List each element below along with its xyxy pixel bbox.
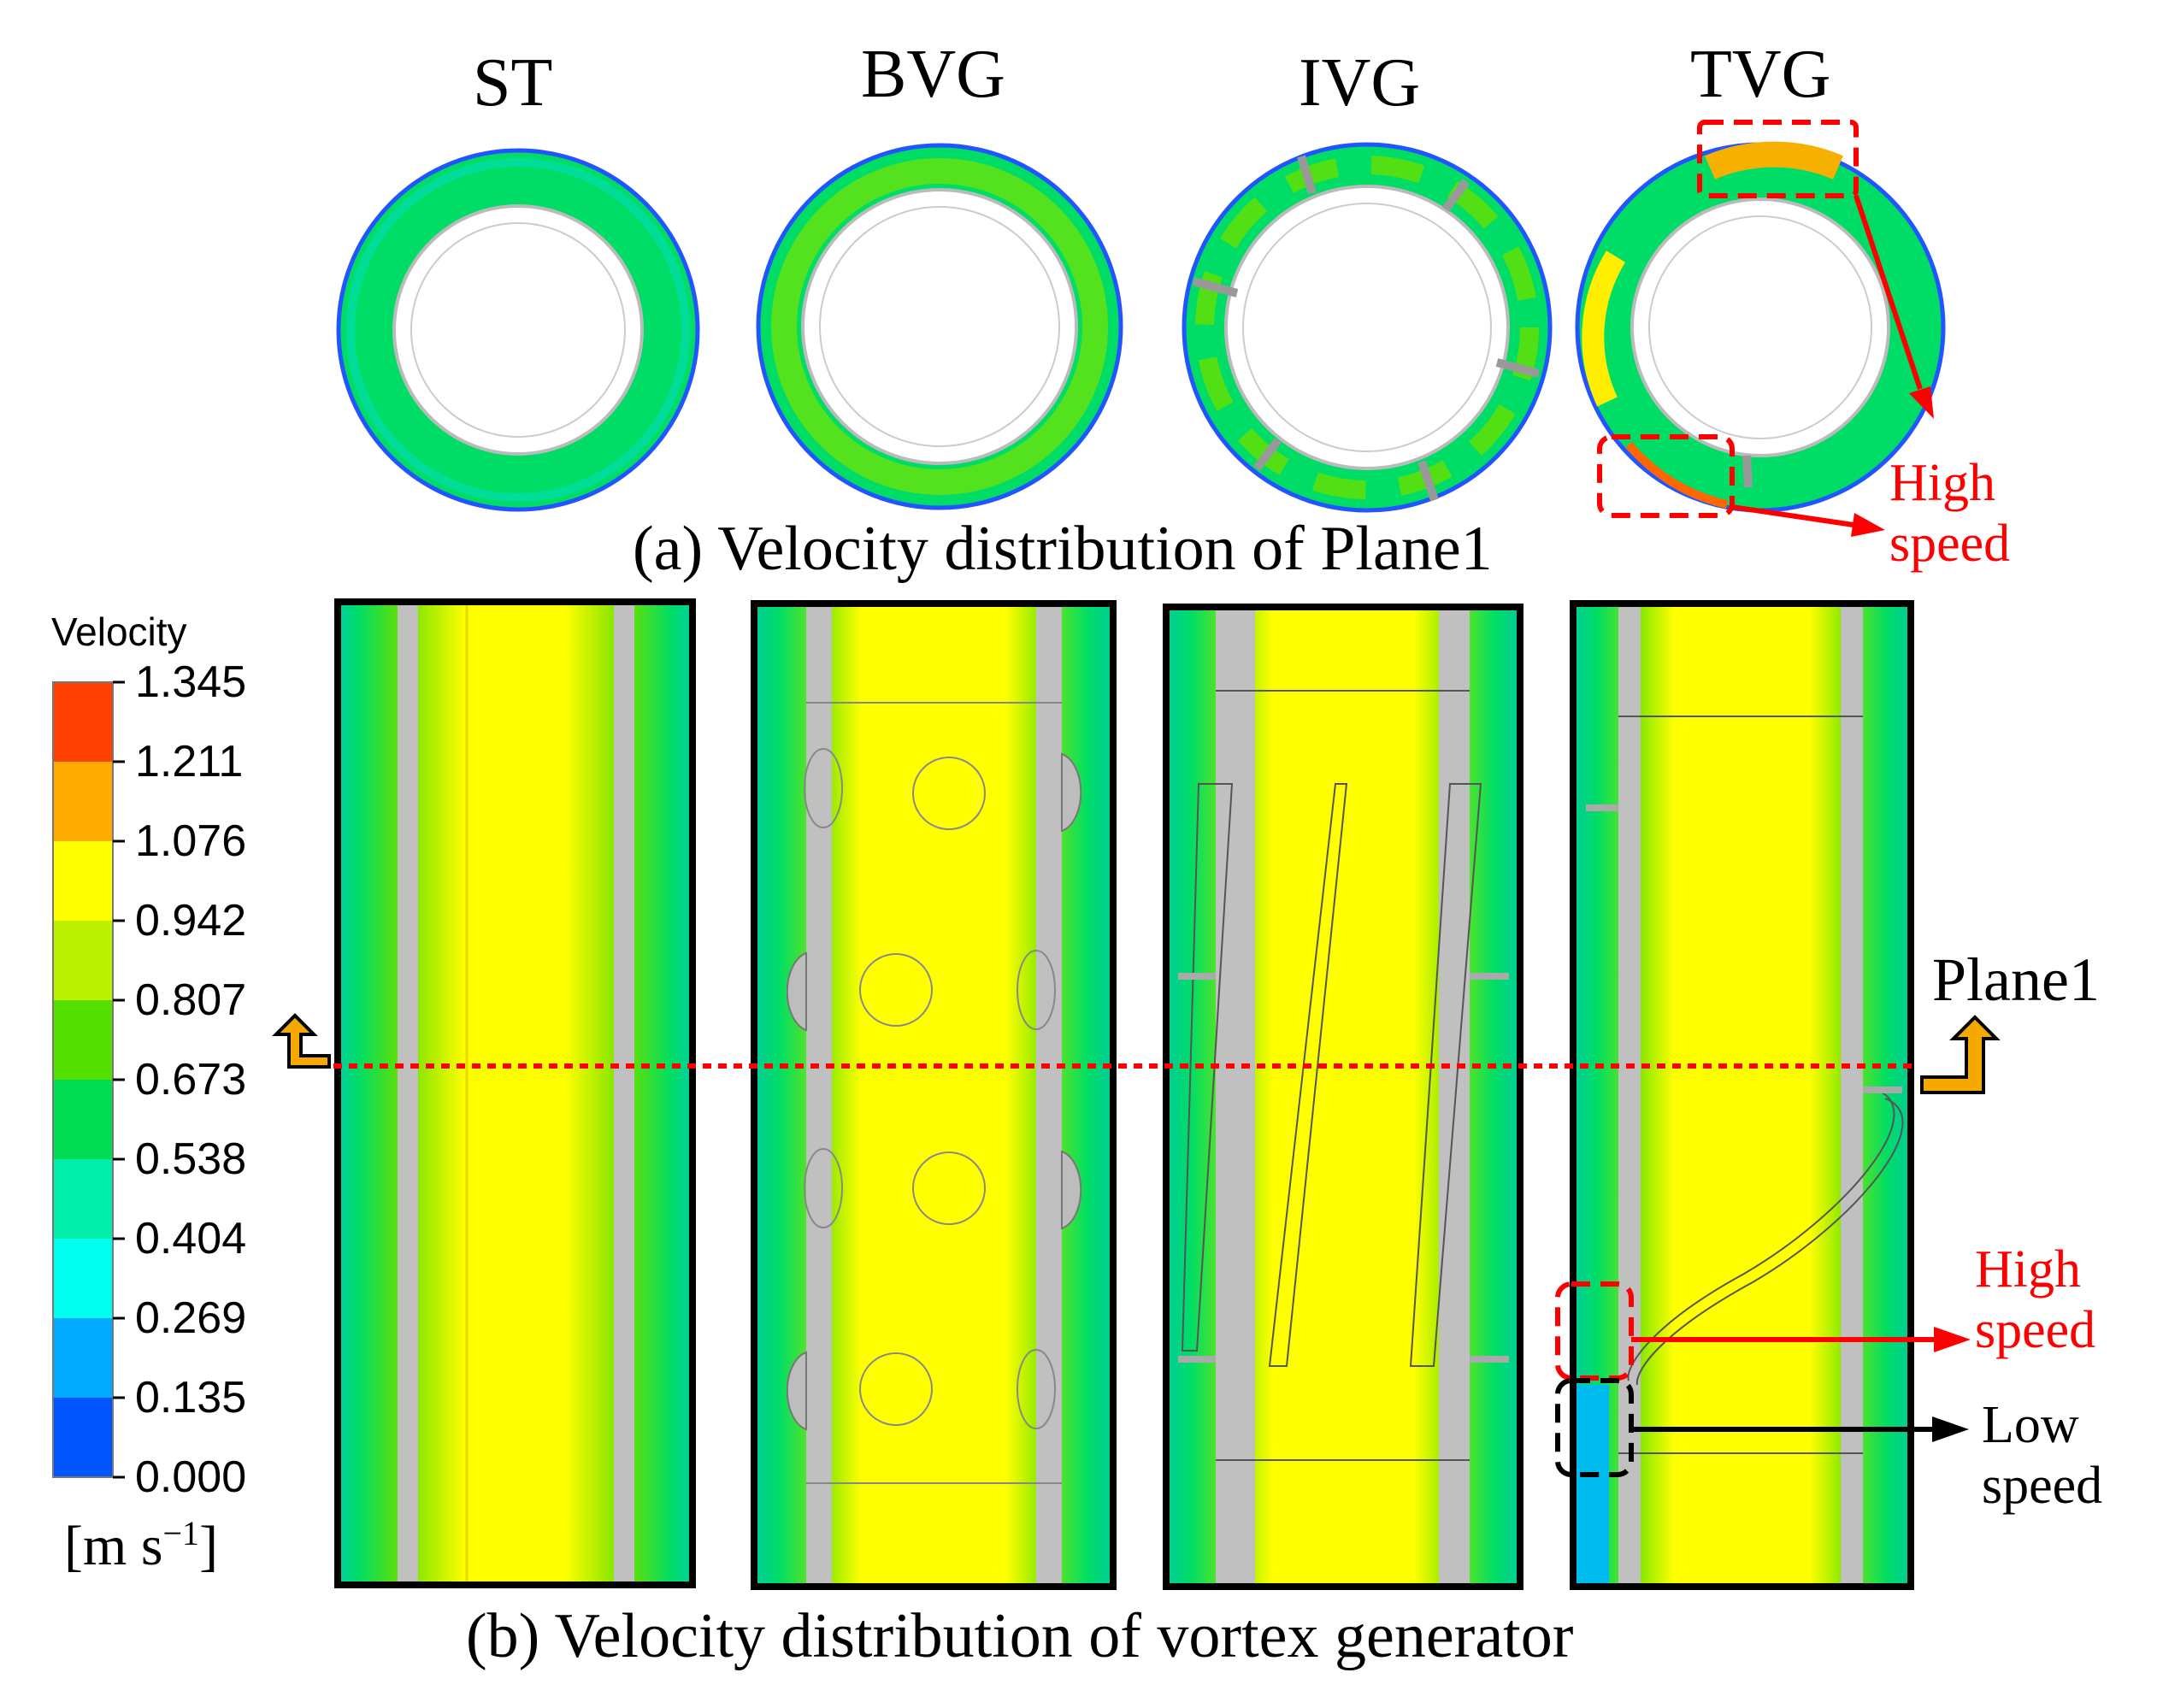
colorbar-swatch: [53, 1398, 113, 1477]
colorbar-tick-label: 0.538: [135, 1134, 247, 1184]
label-bvg: BVG: [861, 37, 1005, 112]
legend-title: Velocity: [51, 610, 187, 654]
plane1-ring-st: [336, 148, 700, 512]
annotation-low-speed: Low speed: [1982, 1396, 2103, 1516]
vertical-section-st: [334, 598, 696, 1588]
colorbar-tick-label: 0.807: [135, 975, 247, 1025]
vertical-section-ivg: [1163, 604, 1523, 1590]
colorbar-tick-label: 1.211: [135, 737, 244, 786]
velocity-colorbar: [52, 680, 125, 1479]
colorbar-swatch: [53, 1000, 113, 1080]
plane1-ring-tvg: [1575, 141, 1946, 513]
colorbar-swatch: [53, 762, 113, 841]
colorbar-tick-label: 0.135: [135, 1373, 247, 1422]
colorbar-tick-label: 1.345: [135, 657, 247, 707]
vertical-section-bvg: [751, 600, 1117, 1590]
label-ivg: IVG: [1299, 45, 1421, 121]
legend-unit: [m s−1]: [64, 1514, 219, 1577]
colorbar-swatch: [53, 1159, 113, 1239]
colorbar-tick-label: 0.404: [135, 1214, 247, 1263]
plane1-marker-left: [272, 1013, 331, 1069]
colorbar-swatch: [53, 1318, 113, 1398]
label-st: ST: [473, 45, 553, 121]
colorbar-tick-label: 0.000: [135, 1452, 247, 1502]
colorbar-tick-label: 1.076: [135, 816, 247, 866]
caption-plane1: (a) Velocity distribution of Plane1: [633, 514, 1493, 584]
colorbar-swatch: [53, 921, 113, 1000]
plane1-ring-bvg: [756, 143, 1123, 510]
colorbar-tick-label: 0.673: [135, 1055, 247, 1104]
plane1-label: Plane1: [1932, 945, 2100, 1014]
label-tvg: TVG: [1690, 37, 1831, 112]
tvg-high-speed-box-bottom: [1597, 434, 1885, 537]
colorbar-swatch: [53, 841, 113, 921]
annotation-high-speed-bottom: High speed: [1975, 1240, 2096, 1360]
colorbar-tick-label: 0.269: [135, 1293, 247, 1343]
plane1-ring-ivg: [1182, 142, 1553, 513]
caption-vortex-generator: (b) Velocity distribution of vortex gene…: [466, 1601, 1574, 1671]
annotation-high-speed-top: High speed: [1889, 454, 2011, 574]
colorbar-swatch: [53, 682, 113, 762]
colorbar-swatch: [53, 1239, 113, 1318]
colorbar-tick-label: 0.942: [135, 896, 247, 945]
plane1-marker-right: [1920, 1015, 2001, 1094]
colorbar-swatch: [53, 1080, 113, 1159]
vertical-section-tvg: [1555, 600, 1971, 1590]
tvg-high-speed-box-top: [1697, 120, 1934, 419]
